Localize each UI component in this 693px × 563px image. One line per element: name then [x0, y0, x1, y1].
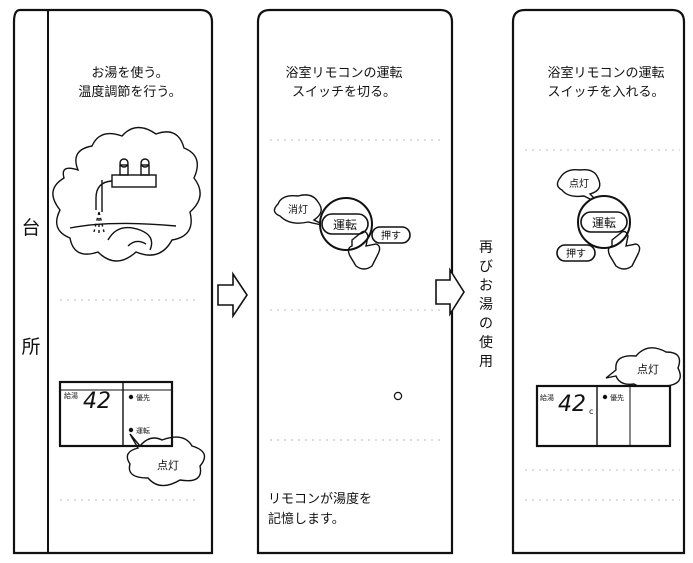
side-char-top: 台 [21, 217, 40, 239]
step2-press-text: 押す [381, 229, 401, 242]
faucet-illustration [52, 126, 201, 262]
vertical-char-3: お [479, 278, 493, 294]
bathroom-remote: 給湯 42 c 優先 [535, 384, 672, 448]
remote-temp: 42 [83, 389, 111, 414]
vertical-char-5: の [479, 316, 493, 332]
kitchen-remote: 給湯 42 優先 運転 [58, 380, 174, 448]
step2-button-label: 運転 [333, 218, 357, 232]
vertical-char-2: び [479, 259, 493, 275]
vertical-char-1: 再 [479, 240, 493, 256]
vertical-char-4: 湯 [479, 296, 493, 313]
arrow-1-to-2 [217, 271, 248, 319]
panel-step-2: 浴室リモコンの運転 スイッチを切る。 消灯 運転 押す リモコンが湯度を 記憶し… [256, 8, 454, 555]
step2-small-lamp [393, 391, 403, 401]
step2-lamp-callout: 消灯 [273, 194, 327, 227]
step2-lamp-callout-text: 消灯 [288, 203, 308, 216]
step2-footer-line1: リモコンが湯度を [268, 491, 372, 507]
lamp-bottom [128, 427, 134, 433]
step3-button-label: 運転 [592, 216, 616, 230]
step1-callout-text: 点灯 [157, 459, 179, 472]
step2-operate-button: 運転 [319, 197, 373, 251]
step3-lamp-callout: 点灯 [556, 168, 601, 205]
remote-indicator-top: 優先 [136, 393, 150, 402]
step3-operate-button: 運転 [577, 195, 631, 249]
remote-label: 給湯 [64, 391, 78, 400]
step3-title-line1: 浴室リモコンの運転 [547, 65, 664, 81]
step2-press-label: 押す [371, 226, 411, 244]
remote3-label: 給湯 [540, 393, 554, 402]
remote-indicator-bottom: 運転 [136, 426, 150, 435]
step3-pointing-hand-icon [607, 230, 641, 270]
lamp-top [128, 394, 134, 400]
panel-step-1: 台 所 お湯を使う。 温度調節を行う。 給湯 42 優先 [12, 8, 214, 555]
arrow-2-to-3 [435, 267, 465, 317]
step3-callout-text: 点灯 [637, 363, 659, 376]
step3-press-label: 押す [556, 244, 596, 262]
step2-title-line2: スイッチを切る。 [292, 85, 396, 100]
panel-step-3: 浴室リモコンの運転 スイッチを入れる。 点灯 運転 押す 点灯 給湯 42 [511, 8, 686, 555]
vertical-char-6: 使 [479, 334, 493, 351]
step2-pointing-hand-icon [347, 230, 381, 270]
remote3-lamp [602, 394, 608, 400]
step3-callout-bubble: 点灯 [605, 347, 681, 391]
step2-footer-line2: 記憶します。 [268, 511, 345, 527]
step3-press-text: 押す [566, 247, 586, 260]
step3-lamp-callout-text: 点灯 [569, 178, 589, 190]
step1-callout-bubble: 点灯 [126, 433, 206, 487]
remote3-indicator: 優先 [610, 393, 624, 402]
step1-title-line2: 温度調節を行う。 [78, 84, 181, 100]
side-char-bottom: 所 [21, 336, 40, 358]
remote3-unit: c [589, 407, 593, 416]
step1-title-line1: お湯を使う。 [91, 65, 168, 81]
remote3-temp: 42 [558, 392, 586, 417]
vertical-char-7: 用 [479, 354, 493, 370]
reuse-vertical-text: 再 び お 湯 の 使 用 [479, 240, 493, 370]
step2-title-line1: 浴室リモコンの運転 [285, 65, 402, 81]
step3-title-line2: スイッチを入れる。 [547, 85, 664, 100]
